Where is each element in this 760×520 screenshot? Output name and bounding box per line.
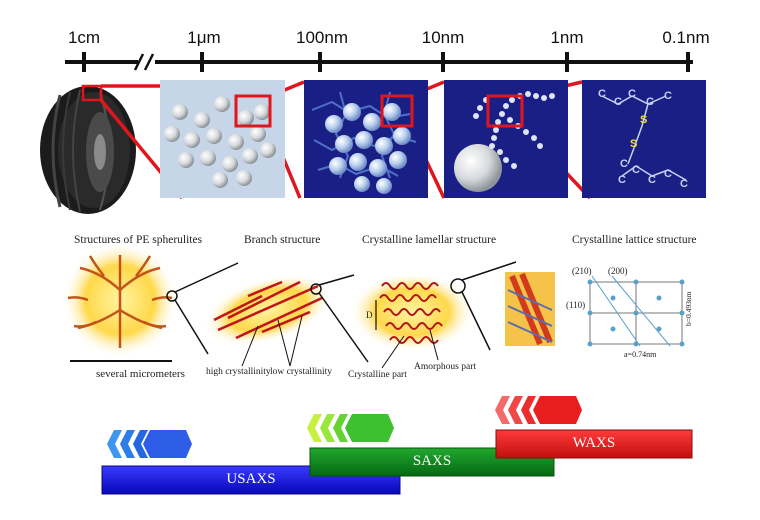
- branch-high-label: high crystallinity: [206, 367, 271, 377]
- carbon-atom-label: C: [664, 168, 672, 180]
- waxs-arrow-body: [533, 396, 582, 424]
- lattice-a-label: a=0.74nm: [624, 350, 657, 359]
- saxs-arrow-body: [345, 414, 394, 442]
- lamellar-figure: [350, 261, 517, 369]
- zoom-box-3: [486, 94, 524, 128]
- saxs-band: [307, 414, 555, 477]
- lamellae-stack-figure: [505, 272, 555, 346]
- carbon-atom-label: C: [598, 88, 606, 100]
- sulfur-atom-label: S: [640, 114, 648, 126]
- scale-label-10nm: 10nm: [421, 28, 465, 47]
- carbon-atom-label: C: [646, 96, 654, 108]
- lattice-index-200: (200): [608, 266, 628, 276]
- scale-label-100nm: 100nm: [296, 28, 348, 47]
- carbon-atom-label: C: [620, 158, 628, 170]
- scale-label-1cm: 1cm: [67, 28, 101, 47]
- panel-polymer-chain: [444, 80, 568, 198]
- saxs-chevron: [307, 414, 322, 442]
- carbon-atom-label: C: [628, 88, 636, 100]
- sulfur-atom-label: S: [630, 138, 638, 150]
- branch-title: Branch structure: [244, 234, 321, 246]
- scale-label-0.1nm: 0.1nm: [662, 28, 710, 47]
- lamellar-title: Crystalline lamellar structure: [362, 234, 497, 246]
- waxs-chevron: [521, 396, 536, 424]
- branch-figure: [203, 274, 369, 367]
- saxs-label: SAXS: [412, 453, 452, 469]
- panel-aggregate: [304, 80, 428, 198]
- spherulite-caption: several micrometers: [96, 368, 185, 380]
- lattice-index-110: (110): [566, 300, 586, 310]
- saxs-chevron: [320, 414, 335, 442]
- lamellar-d-label: D: [366, 310, 373, 320]
- spherulite-figure: [62, 242, 239, 362]
- waxs-chevron: [495, 396, 510, 424]
- scale-label-1um: 1μm: [187, 28, 221, 47]
- usaxs-arrow-body: [143, 430, 192, 458]
- carbon-atom-label: C: [664, 90, 672, 102]
- usaxs-label: USAXS: [226, 471, 276, 487]
- zoom-box-2: [380, 94, 414, 128]
- carbon-atom-label: C: [614, 96, 622, 108]
- axis-break-mark: [133, 53, 155, 71]
- usaxs-chevron: [107, 430, 122, 458]
- carbon-atom-label: C: [680, 178, 688, 190]
- usaxs-chevron: [120, 430, 135, 458]
- panel-particles: [160, 80, 285, 198]
- carbon-atom-label: C: [632, 164, 640, 176]
- scale-axis: [65, 52, 693, 72]
- zoom-box-1: [234, 94, 272, 128]
- waxs-band: [495, 396, 693, 459]
- lattice-index-210: (210): [572, 266, 592, 276]
- waxs-chevron: [508, 396, 523, 424]
- lamellar-amorphous-label: Amorphous part: [414, 362, 477, 372]
- branch-low-label: low crystallinity: [270, 367, 333, 377]
- tire-image: [40, 84, 136, 214]
- lattice-b-label: b=0.493nm: [684, 291, 693, 326]
- lamellar-crystalline-label: Crystalline part: [348, 370, 407, 380]
- carbon-atom-label: C: [648, 174, 656, 186]
- waxs-label: WAXS: [572, 435, 616, 451]
- spherulite-title: Structures of PE spherulites: [74, 234, 203, 246]
- lattice-title: Crystalline lattice structure: [572, 234, 697, 246]
- lattice-figure: [587, 275, 685, 347]
- saxs-chevron: [333, 414, 348, 442]
- panel-sulfur-chain: [582, 80, 706, 198]
- scale-label-1nm: 1nm: [550, 28, 584, 47]
- carbon-atom-label: C: [618, 174, 626, 186]
- tire-zoom-box: [81, 84, 103, 102]
- usaxs-chevron: [133, 430, 148, 458]
